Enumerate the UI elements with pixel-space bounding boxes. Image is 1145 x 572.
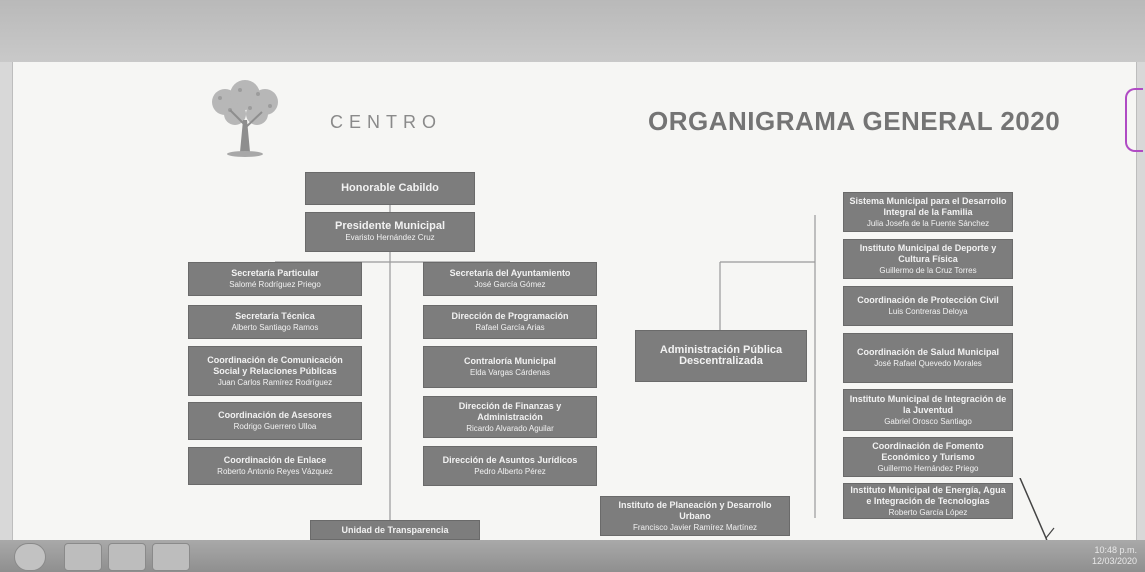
org-box-bottom-2[interactable]: Instituto de Planeación y Desarrollo Urb… bbox=[600, 496, 790, 536]
clock-time: 10:48 p.m. bbox=[1094, 545, 1137, 555]
org-box-right-1[interactable]: Sistema Municipal para el Desarrollo Int… bbox=[843, 192, 1013, 232]
org-box-title: Coordinación de Comunicación Social y Re… bbox=[207, 354, 343, 376]
taskbar: 10:48 p.m. 12/03/2020 bbox=[0, 540, 1145, 572]
org-box-left-5[interactable]: Coordinación de Enlace Roberto Antonio R… bbox=[188, 447, 362, 485]
org-box-person: Ricardo Alvarado Aguilar bbox=[466, 423, 554, 433]
org-box-title: Coordinación de Fomento Económico y Turi… bbox=[872, 440, 984, 462]
org-box-title: Dirección de Asuntos Jurídicos bbox=[442, 455, 578, 465]
start-button[interactable] bbox=[14, 543, 46, 571]
org-box-presidente[interactable]: Honorable Cabildo Presidente Municipal E… bbox=[305, 212, 475, 252]
org-box-right-3[interactable]: Coordinación de Protección Civil Luis Co… bbox=[843, 286, 1013, 326]
system-tray-clock[interactable]: 10:48 p.m. 12/03/2020 bbox=[1092, 545, 1137, 567]
org-box-person: Pedro Alberto Pérez bbox=[474, 467, 546, 476]
taskbar-folder-button[interactable] bbox=[108, 543, 146, 571]
org-box-mid-1[interactable]: Secretaría del Ayuntamiento José García … bbox=[423, 262, 597, 296]
org-box-title: Instituto de Planeación y Desarrollo Urb… bbox=[618, 499, 772, 521]
org-box-left-2[interactable]: Secretaría Técnica Alberto Santiago Ramo… bbox=[188, 305, 362, 339]
org-box-title: Coordinación de Enlace bbox=[223, 455, 327, 465]
org-box-title: Instituto Municipal de Deporte y Cultura… bbox=[859, 242, 997, 264]
org-box-person: José García Gómez bbox=[474, 280, 546, 289]
org-box-mid-4[interactable]: Dirección de Finanzas y Administración R… bbox=[423, 396, 597, 438]
org-box-title: Secretaría Técnica bbox=[235, 311, 315, 321]
clock-date: 12/03/2020 bbox=[1091, 556, 1137, 566]
org-box-right-5[interactable]: Instituto Municipal de Integración de la… bbox=[843, 389, 1013, 431]
org-box-title: Honorable Cabildo bbox=[341, 182, 439, 194]
org-box-title: Unidad de Transparencia bbox=[341, 524, 449, 535]
org-box-title: Administración Pública Descentralizada bbox=[659, 344, 783, 367]
org-box-title: Instituto Municipal de Energía, Agua e I… bbox=[850, 484, 1006, 506]
org-box-person: Roberto Antonio Reyes Vázquez bbox=[217, 467, 333, 476]
org-box-person: Guillermo de la Cruz Torres bbox=[879, 265, 977, 275]
taskbar-app-button[interactable] bbox=[152, 543, 190, 571]
taskbar-browser-button[interactable] bbox=[64, 543, 102, 571]
org-box-person: Elda Vargas Cárdenas bbox=[470, 368, 550, 377]
org-box-title: Contraloría Municipal bbox=[463, 356, 556, 366]
org-box-person: Gabriel Orosco Santiago bbox=[884, 416, 972, 426]
org-box-mid-2[interactable]: Dirección de Programación Rafael García … bbox=[423, 305, 597, 339]
window-title-bar bbox=[0, 0, 1145, 62]
org-box-person: Roberto García López bbox=[888, 507, 968, 517]
org-box-title: Dirección de Programación bbox=[451, 311, 569, 321]
org-box-descentralizada[interactable]: Administración Pública Descentralizada bbox=[635, 330, 807, 382]
org-box-person: Juan Carlos Ramírez Rodríguez bbox=[217, 377, 333, 387]
org-box-person: Alberto Santiago Ramos bbox=[231, 323, 319, 332]
org-box-right-4[interactable]: Coordinación de Salud Municipal José Raf… bbox=[843, 333, 1013, 383]
org-box-title: Instituto Municipal de Integración de la… bbox=[849, 393, 1007, 415]
org-box-left-1[interactable]: Secretaría Particular Salomé Rodríguez P… bbox=[188, 262, 362, 296]
org-box-title: Presidente Municipal bbox=[334, 220, 446, 232]
org-box-title: Secretaría Particular bbox=[231, 268, 319, 278]
org-box-mid-5[interactable]: Dirección de Asuntos Jurídicos Pedro Alb… bbox=[423, 446, 597, 486]
org-box-left-4[interactable]: Coordinación de Asesores Rodrigo Guerrer… bbox=[188, 402, 362, 440]
org-box-person: Julia Josefa de la Fuente Sánchez bbox=[866, 218, 990, 228]
org-box-mid-3[interactable]: Contraloría Municipal Elda Vargas Cárden… bbox=[423, 346, 597, 388]
org-box-person: Francisco Javier Ramírez Martínez bbox=[632, 522, 758, 532]
org-box-person: Rodrigo Guerrero Ulloa bbox=[233, 422, 317, 431]
org-box-person: Rafael García Arias bbox=[475, 323, 545, 332]
org-box-person: José Rafael Quevedo Morales bbox=[874, 359, 982, 368]
centro-tree-logo bbox=[212, 80, 278, 157]
org-box-title: Secretaría del Ayuntamiento bbox=[449, 268, 571, 278]
annotation-bracket bbox=[1125, 88, 1143, 152]
org-box-bottom-1[interactable]: Unidad de Transparencia bbox=[310, 520, 480, 540]
brand-wordmark: CENTRO bbox=[330, 112, 442, 132]
org-box-title: Sistema Municipal para el Desarrollo Int… bbox=[849, 195, 1007, 217]
org-box-cabildo[interactable]: Honorable Cabildo bbox=[305, 172, 475, 205]
org-box-person: Evaristo Hernández Cruz bbox=[345, 233, 435, 242]
org-box-right-2[interactable]: Instituto Municipal de Deporte y Cultura… bbox=[843, 239, 1013, 279]
org-box-person: Guillermo Hernández Priego bbox=[877, 463, 979, 473]
org-box-right-6[interactable]: Coordinación de Fomento Económico y Turi… bbox=[843, 437, 1013, 477]
org-box-person: Luis Contreras Deloya bbox=[888, 307, 968, 316]
org-box-title: Coordinación de Asesores bbox=[218, 410, 332, 420]
org-box-person: Salomé Rodríguez Priego bbox=[229, 280, 321, 289]
org-box-left-3[interactable]: Coordinación de Comunicación Social y Re… bbox=[188, 346, 362, 396]
org-box-right-7[interactable]: Instituto Municipal de Energía, Agua e I… bbox=[843, 483, 1013, 519]
org-box-title: Coordinación de Protección Civil bbox=[857, 295, 999, 305]
org-box-title: Coordinación de Salud Municipal bbox=[856, 347, 999, 357]
page-title: ORGANIGRAMA GENERAL 2020 bbox=[648, 106, 1061, 136]
org-box-title: Dirección de Finanzas y Administración bbox=[458, 400, 562, 422]
